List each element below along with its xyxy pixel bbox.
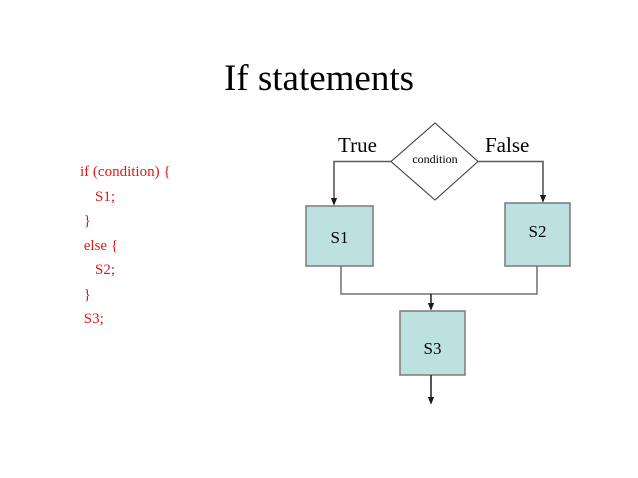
branch-label-true: True [338,133,377,157]
code-line: } [80,213,91,229]
process-box-s2 [504,202,571,267]
code-line: else { [80,237,119,254]
code-line: if (condition) { [80,164,171,180]
process-box-s1 [305,205,374,267]
process-box-s3 [399,310,466,376]
code-snippet: if (condition) { S1; } else { S2; } S3; [80,160,260,332]
box-label-s3: S3 [423,339,442,358]
code-line: } [80,286,91,303]
s1-merge-connector [340,266,538,295]
decision-diamond [390,122,479,201]
decision-label: condition [412,152,458,166]
page-title: If statements [223,58,415,99]
box-label-s2: S2 [528,222,547,241]
box-label-s1: S1 [330,228,349,247]
code-line: S1; [80,188,116,205]
false-branch-connector [478,160,547,203]
true-branch-connector [330,160,391,206]
code-line: S2; [80,262,116,278]
code-line: S3; [80,311,104,327]
branch-label-false: False [485,133,530,157]
